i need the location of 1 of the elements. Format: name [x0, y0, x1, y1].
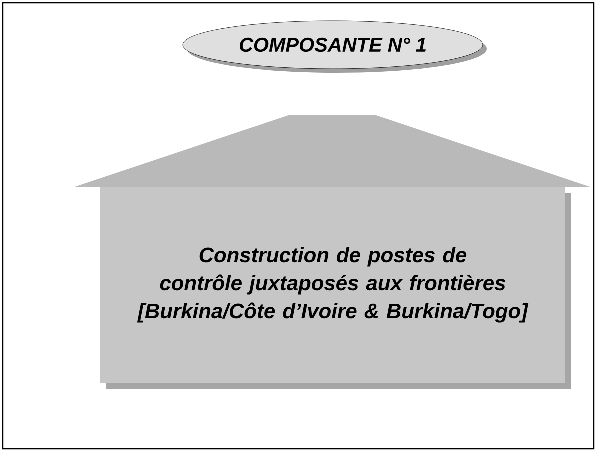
house-shape-box: Construction de postes de contrôle juxtaposés aux frontières [Burkina/Côte d’Ivoire & Burkina/Togo] [75, 115, 590, 389]
